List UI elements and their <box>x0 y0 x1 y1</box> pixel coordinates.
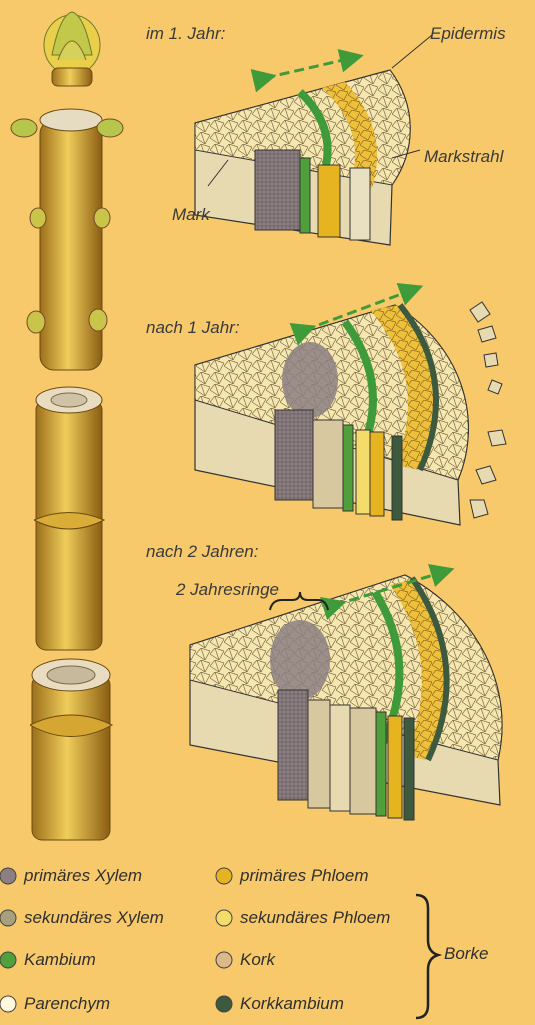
wedge-after2 <box>190 572 502 820</box>
wedge-year1 <box>195 35 432 245</box>
legend-parenchym: Parenchym <box>24 994 110 1014</box>
stem-year1 <box>11 109 123 370</box>
legend-primary-phloem: primäres Phloem <box>240 866 369 886</box>
stem-after1 <box>34 387 104 650</box>
legend-primary-xylem: primäres Xylem <box>24 866 142 886</box>
label-after1: nach 1 Jahr: <box>146 318 240 338</box>
legend-korkkambium: Korkkambium <box>240 994 344 1014</box>
wedge-after1 <box>195 290 506 525</box>
label-year1: im 1. Jahr: <box>146 24 225 44</box>
legend-borke: Borke <box>444 944 488 964</box>
stem-after2 <box>30 659 112 840</box>
borke-brace <box>416 895 438 1018</box>
legend-secondary-xylem: sekundäres Xylem <box>24 908 164 928</box>
terminal-bud <box>44 12 100 86</box>
label-rings: 2 Jahresringe <box>176 580 279 600</box>
legend-kork: Kork <box>240 950 275 970</box>
label-markstrahl: Markstrahl <box>424 147 503 167</box>
label-epidermis: Epidermis <box>430 24 506 44</box>
legend-kambium: Kambium <box>24 950 96 970</box>
legend-secondary-phloem: sekundäres Phloem <box>240 908 390 928</box>
label-mark: Mark <box>172 205 210 225</box>
label-after2: nach 2 Jahren: <box>146 542 258 562</box>
legend-swatches <box>0 868 232 1012</box>
